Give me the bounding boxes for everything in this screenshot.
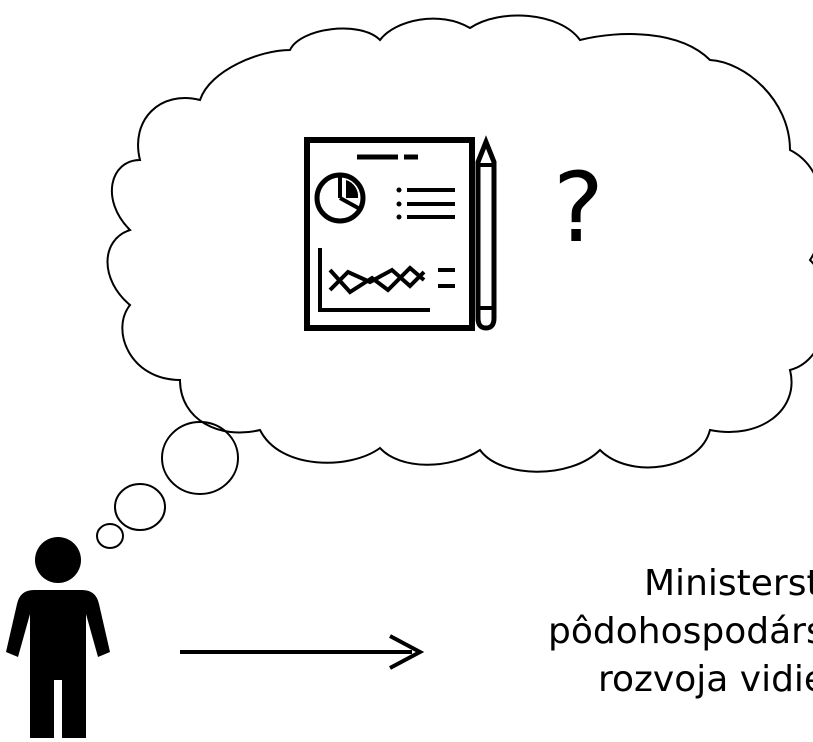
- question-mark: ?: [553, 160, 604, 256]
- thought-bubble-small: [97, 524, 123, 548]
- pie-chart-icon: [317, 175, 363, 221]
- thought-cloud: [108, 16, 813, 472]
- ministry-label: Ministerstvo pôdohospodárstva a rozvoja …: [520, 560, 813, 738]
- line-chart-icon: [320, 248, 430, 310]
- report-document-icon: [307, 140, 472, 328]
- ministry-line-3: rozvoja vidieka: [598, 658, 813, 701]
- ministry-line-2: pôdohospodárstva a: [548, 610, 813, 653]
- thought-bubble-large: [162, 422, 238, 494]
- arrow: [180, 636, 420, 668]
- ministry-line-1: Ministerstvo: [644, 562, 813, 605]
- person-icon: [6, 537, 110, 738]
- thought-bubble-medium: [115, 484, 165, 530]
- pencil-icon: [478, 142, 494, 328]
